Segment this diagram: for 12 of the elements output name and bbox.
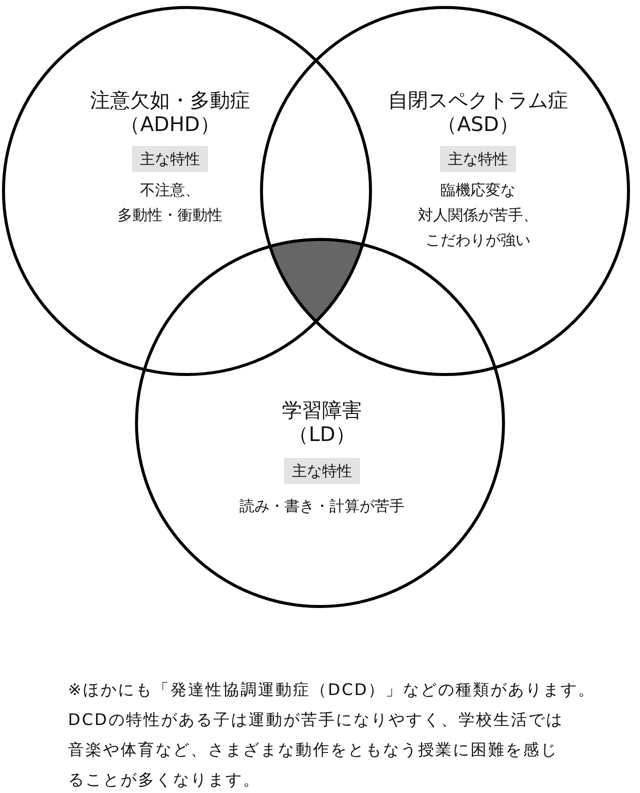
footnote-text: ※ほかにも「発達性協調運動症（DCD）」などの種類があります。DCDの特性がある子は運動が苦手になりやすく、学校生活では音楽や体育など、さまざまな動作をともなう授業に困難を感じることが多くなります。 — [68, 679, 597, 791]
circle-title: 自閉スペクトラム症（ASD） — [387, 88, 569, 136]
venn-circle — [2, 6, 372, 376]
trait-badge: 主な特性 — [440, 146, 516, 172]
trait-badge: 主な特性 — [284, 458, 360, 484]
trait-badge: 主な特性 — [132, 146, 208, 172]
trait-description: 臨機応変な対人関係が苦手、こだわりが強い — [417, 180, 539, 251]
trait-description: 読み・書き・計算が苦手 — [238, 496, 406, 517]
circle-title: 注意欠如・多動症（ADHD） — [89, 88, 251, 136]
venn-circle — [260, 6, 630, 376]
trait-description: 不注意、多動性・衝動性 — [116, 180, 224, 226]
circle-title: 学習障害（LD） — [281, 398, 363, 446]
